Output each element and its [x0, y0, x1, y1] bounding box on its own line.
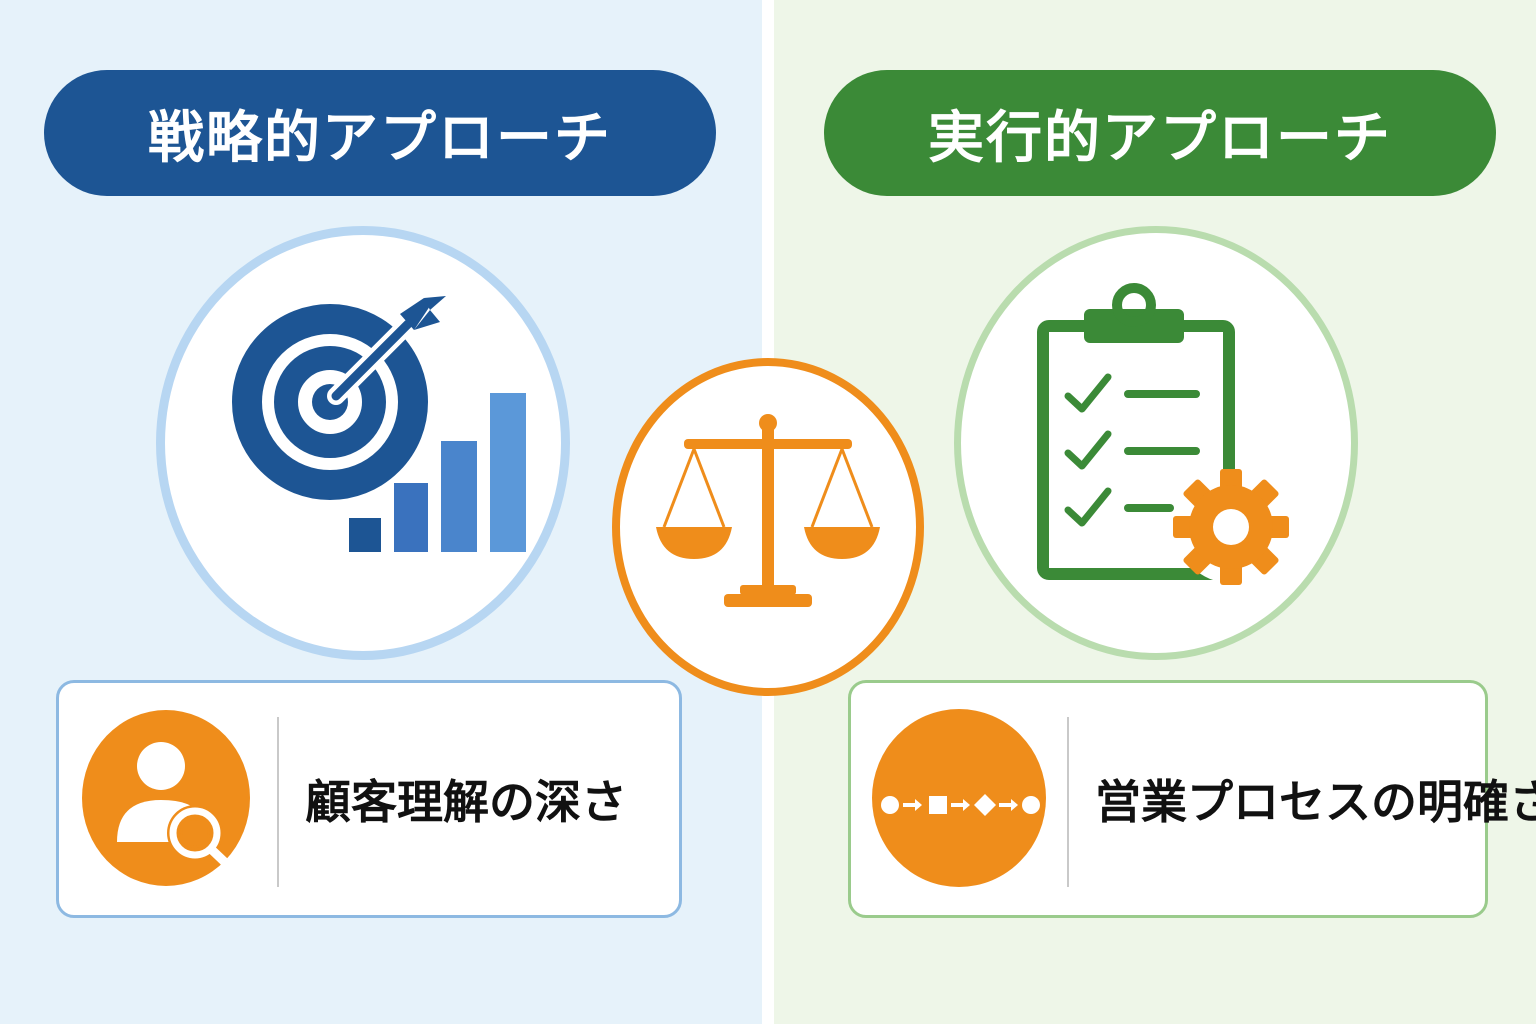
balance-scale-icon — [656, 414, 880, 607]
card-separator — [277, 717, 279, 887]
process-badge — [871, 708, 1047, 888]
sales-process-card: 営業プロセスの明確さ — [848, 680, 1536, 918]
strategic-title: 戦略的アプローチ — [148, 105, 612, 171]
customer-understanding-label: 顧客理解の深さ — [305, 775, 627, 829]
target-growth-chart-icon — [232, 296, 526, 552]
execution-title: 実行的アプローチ — [928, 105, 1392, 171]
customer-understanding-card: 顧客理解の深さ — [56, 680, 682, 918]
strategic-title-pill: 戦略的アプローチ — [44, 70, 716, 196]
card-separator — [1067, 717, 1069, 887]
strategic-icon-circle — [156, 226, 570, 660]
customer-search-icon — [82, 710, 250, 886]
process-flow-icon — [872, 709, 1046, 887]
execution-title-pill: 実行的アプローチ — [824, 70, 1496, 196]
balance-icon-circle — [612, 358, 924, 696]
checklist-gear-icon — [1037, 283, 1289, 585]
sales-process-label: 営業プロセスの明確さ — [1095, 775, 1536, 829]
execution-icon-circle — [954, 226, 1358, 660]
customer-badge — [81, 708, 251, 888]
